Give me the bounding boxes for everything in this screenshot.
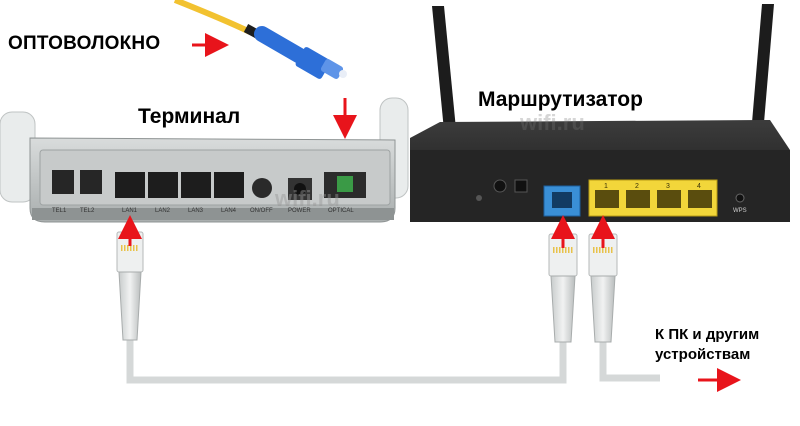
terminal-lan3-port	[181, 172, 211, 198]
fiber-cable	[173, 0, 252, 35]
fiber-connector-head	[295, 47, 331, 79]
router-lan3-port	[657, 190, 681, 208]
fiber-connector-tip	[320, 59, 344, 79]
pc-devices-label-line2: устройствам	[655, 346, 751, 363]
pc-devices-label: К ПК и другим устройствам	[655, 325, 759, 365]
rj45-plug-router-wan	[548, 233, 578, 343]
fiber-optic-connector	[173, 0, 347, 79]
optical-port-insert	[337, 176, 353, 192]
router-lan2-number: 2	[635, 183, 639, 190]
fiber-connector-body	[254, 26, 308, 64]
terminal-lan1-port	[115, 172, 145, 198]
watermark-terminal: wifi.ru	[275, 186, 340, 211]
tel1-label: TEL1	[52, 208, 67, 214]
ethernet-cables	[126, 338, 660, 384]
router-power-jack	[514, 179, 528, 193]
plug-boot	[590, 275, 616, 343]
rj45-plug-router-lan	[588, 233, 618, 343]
power-label: POWER	[288, 208, 311, 214]
router-lan4-number: 4	[697, 183, 701, 190]
terminal-lan4-port	[214, 172, 244, 198]
lan2-label: LAN2	[155, 208, 171, 214]
power-jack-hole	[294, 183, 306, 195]
optical-label: OPTICAL	[328, 208, 354, 214]
lan3-label: LAN3	[188, 208, 204, 214]
onoff-label: ON/OFF	[250, 208, 273, 214]
terminal-label: Терминал	[138, 105, 241, 128]
fiber-label: ОПТОВОЛОКНО	[8, 33, 161, 54]
plug-boot	[118, 271, 142, 341]
lan4-label: LAN4	[221, 208, 237, 214]
router-wps-button	[735, 193, 745, 203]
router-lan4-port	[688, 190, 712, 208]
router-device: 1 2 3 4 WPS	[410, 4, 790, 222]
tel2-label: TEL2	[80, 208, 95, 214]
lan1-label: LAN1	[122, 208, 138, 214]
router-power-button	[493, 179, 507, 193]
router-wps-label: WPS	[733, 208, 747, 214]
router-lan2-port	[626, 190, 650, 208]
pc-devices-label-line1: К ПК и другим	[655, 326, 760, 343]
tel2-port	[80, 170, 102, 194]
rj45-plug-terminal	[116, 231, 144, 341]
terminal-lan2-port	[148, 172, 178, 198]
watermark-router: wifi.ru	[520, 110, 585, 135]
router-reset-hole	[476, 195, 482, 201]
router-lan1-number: 1	[604, 183, 608, 190]
router-lan3-number: 3	[666, 183, 670, 190]
onoff-button	[252, 178, 272, 198]
terminal-device: TEL1 TEL2 LAN1 LAN2 LAN3 LAN4 ON/OFF POW…	[0, 97, 409, 223]
tel1-port	[52, 170, 74, 194]
router-wan-port-slot	[552, 192, 572, 208]
router-label: Маршрутизатор	[478, 88, 643, 111]
plug-boot	[550, 275, 576, 343]
cable-terminal-to-router	[126, 338, 567, 384]
cable-router-to-pc	[599, 338, 660, 382]
router-lan1-port	[595, 190, 619, 208]
fiber-ferrule	[339, 70, 347, 78]
